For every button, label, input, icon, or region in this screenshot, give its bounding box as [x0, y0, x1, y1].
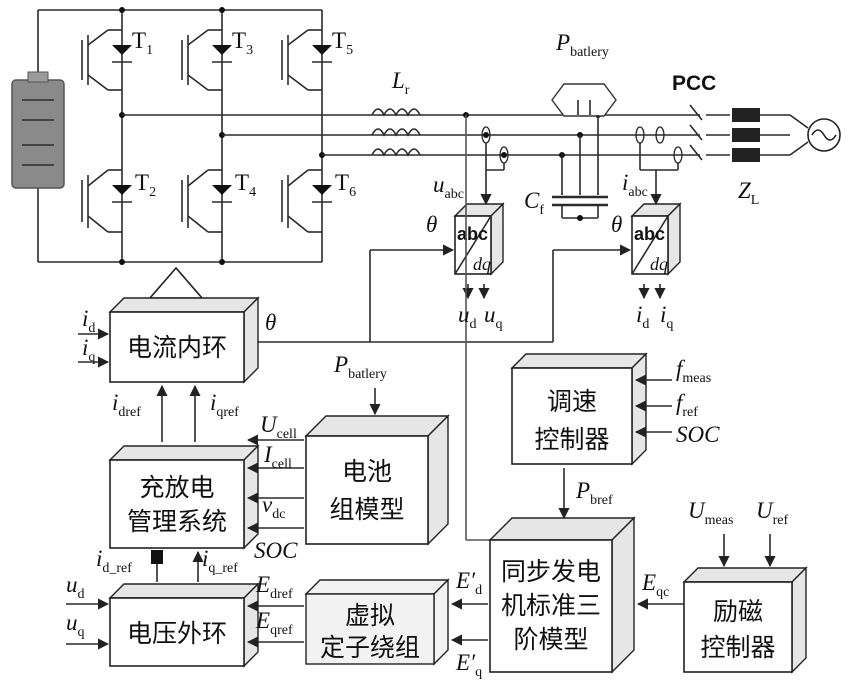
sync-generator-label-2: 机标准三 [501, 591, 601, 620]
voltage-loop-label: 电压外环 [127, 619, 227, 648]
transform-labels: θ θ θ ud uq id iq [265, 212, 673, 335]
excitation-controller-block: 励磁 控制器 [682, 566, 808, 674]
label-t6: T6 [335, 170, 356, 200]
label-zl: ZL [738, 178, 759, 208]
label-uabc: uabc [433, 172, 464, 202]
label-pbref: Pbref [575, 478, 613, 508]
label-pbattery-top: Pbatlery [555, 30, 609, 60]
label-eqc: Eqc [641, 570, 669, 600]
abc-label-2: abc [634, 224, 665, 244]
label-eq-prime: E′q [455, 650, 482, 680]
label-pcc: PCC [672, 72, 716, 95]
speed-controller-inputs: fmeas fref SOC Pbref [558, 356, 720, 520]
dc-battery [11, 9, 322, 263]
sync-generator-outputs: E′d E′q Eqc [450, 568, 684, 680]
label-iabc: iabc [622, 170, 648, 200]
label-id-in: id [82, 306, 95, 336]
voltage-loop-inputs: ud uq Edref Eqref [66, 572, 304, 650]
measurement-wires [462, 143, 679, 300]
label-eqref: Eqref [255, 608, 293, 638]
battery-model-label-1: 电池 [342, 457, 392, 486]
sync-generator-label-3: 阶模型 [513, 625, 588, 654]
bms-block: 充放电 管理系统 [108, 444, 260, 550]
label-theta-1: θ [426, 212, 437, 237]
igbt-t6 [281, 169, 332, 233]
label-t2: T2 [135, 170, 156, 200]
label-fmeas: fmeas [676, 356, 711, 386]
label-id-ref: id_ref [96, 546, 132, 576]
label-iq-in: iq [82, 335, 95, 365]
bms-vloop-signals: id_ref iq_ref [96, 546, 238, 582]
igbt-t3 [181, 29, 232, 91]
virtual-stator-label-2: 定子绕组 [320, 633, 420, 662]
speed-controller-label-2: 控制器 [534, 425, 609, 454]
igbt-t4 [181, 169, 232, 233]
bms-label-1: 充放电 [139, 473, 214, 502]
dq-label-2: dq [650, 254, 668, 274]
label-vdc: vdc [262, 492, 285, 522]
abc-dq-transform-voltage: abc dq [453, 202, 505, 276]
label-t1: T1 [132, 28, 153, 58]
label-id-out: id [636, 302, 649, 332]
label-ud-in: ud [66, 572, 85, 602]
label-t5: T5 [332, 28, 353, 58]
label-t4: T4 [235, 170, 256, 200]
phase-lines [122, 83, 841, 221]
igbt-t1 [81, 29, 132, 91]
label-fref: fref [676, 390, 698, 420]
label-ed-prime: E′d [455, 568, 482, 598]
label-iq-ref: iq_ref [202, 546, 238, 576]
label-iq-out: iq [660, 302, 673, 332]
label-lr: Lr [391, 68, 410, 98]
current-loop-label: 电流内环 [127, 333, 227, 362]
label-soc-right: SOC [676, 422, 720, 447]
virtual-stator-label-1: 虚拟 [345, 601, 395, 630]
voltage-loop-block: 电压外环 [108, 582, 260, 668]
inverter-bridge [81, 7, 332, 265]
abc-label-1: abc [457, 224, 488, 244]
abc-dq-transform-current: abc dq [630, 202, 682, 276]
label-uref: Uref [756, 498, 789, 528]
label-ud-out: ud [458, 302, 477, 332]
label-ucell: Ucell [260, 412, 297, 442]
battery-model-block: 电池 组模型 [304, 414, 450, 546]
label-iqref: iqref [210, 390, 239, 420]
label-soc-left: SOC [254, 538, 298, 563]
igbt-t5 [281, 29, 332, 91]
sync-generator-label-1: 同步发电 [501, 557, 601, 586]
label-pbattery-mid: Pbatlery [333, 352, 387, 382]
label-uq-out: uq [484, 302, 503, 332]
igbt-t2 [81, 169, 132, 233]
power-labels: T1 T3 T5 T2 T4 T6 Lr Pbatlery PCC ZL uab… [132, 28, 759, 218]
label-uq-in: uq [66, 610, 85, 640]
label-theta-2: θ [611, 212, 622, 237]
bms-label-2: 管理系统 [127, 507, 227, 536]
dq-label-1: dq [473, 254, 491, 274]
label-icell: Icell [263, 442, 292, 472]
pwm-triangle-icon [148, 266, 204, 299]
current-loop-block: 电流内环 [108, 296, 260, 384]
speed-controller-label-1: 调速 [547, 387, 597, 416]
label-t3: T3 [232, 28, 253, 58]
current-loop-inputs: id iq idref iqref [78, 306, 239, 442]
label-cf: Cf [524, 188, 544, 218]
excitation-controller-label-2: 控制器 [700, 633, 775, 662]
label-idref: idref [112, 390, 141, 420]
label-edref: Edref [255, 572, 293, 602]
label-theta-3: θ [265, 310, 276, 335]
virtual-stator-block: 虚拟 定子绕组 [304, 578, 450, 666]
battery-signals: Pbatlery Ucell Icell vdc SOC [246, 352, 387, 563]
label-umeas: Umeas [688, 498, 733, 528]
speed-controller-block: 调速 控制器 [510, 352, 648, 466]
excitation-controller-label-1: 励磁 [713, 597, 763, 626]
excitation-inputs: Umeas Uref [688, 498, 789, 568]
theta-wires [245, 115, 632, 541]
sync-generator-block: 同步发电 机标准三 阶模型 [488, 516, 636, 674]
battery-model-label-2: 组模型 [329, 495, 404, 524]
